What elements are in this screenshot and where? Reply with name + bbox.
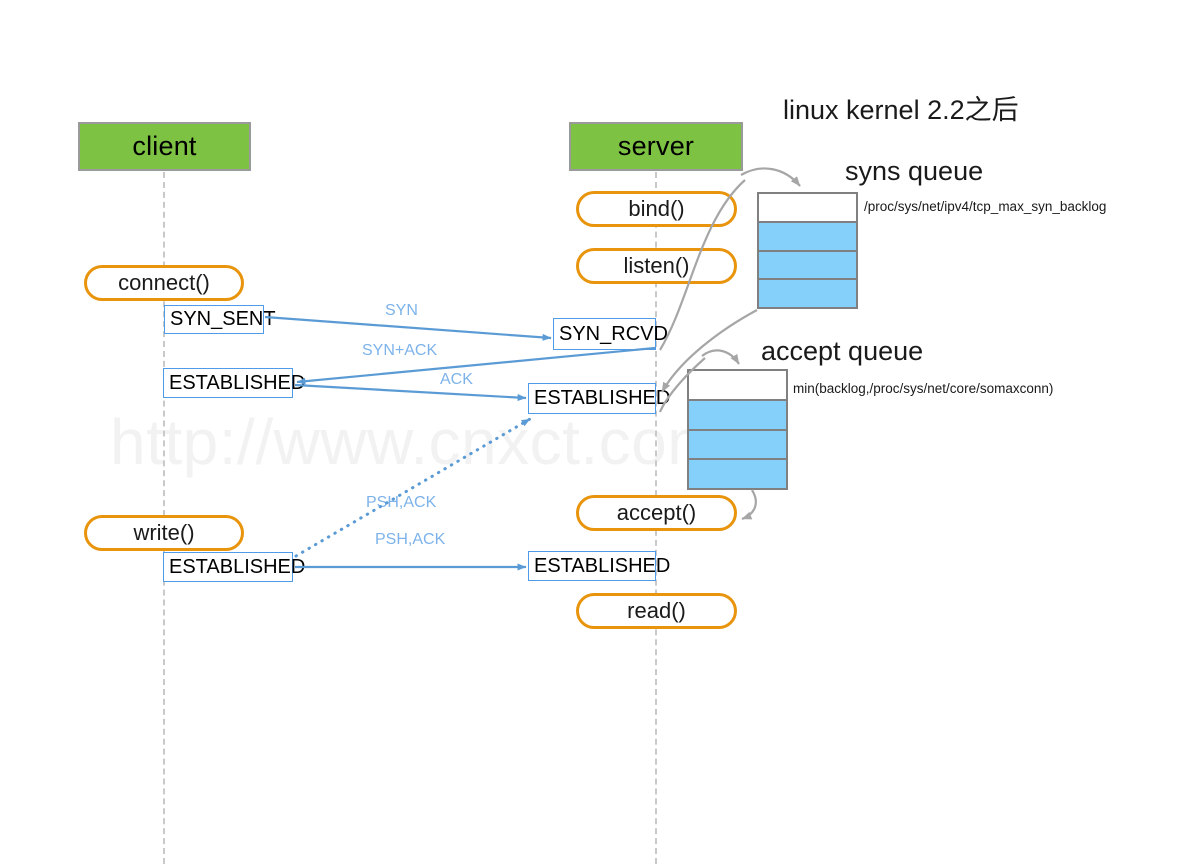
state-server-syn-rcvd-label: SYN_RCVD: [559, 322, 668, 345]
accept-queue-note: min(backlog,/proc/sys/net/core/somaxconn…: [793, 381, 1054, 396]
state-server-syn-rcvd: SYN_RCVD: [553, 318, 668, 350]
arrow-accept-queue-to-accept-call: [741, 489, 757, 521]
arrow-syn: [264, 315, 552, 341]
packet-label-syn: SYN: [385, 302, 418, 319]
syscall-bind-label: bind(): [628, 196, 685, 221]
syns-queue-title: syns queue: [845, 156, 984, 186]
actor-header-server: server: [569, 122, 743, 171]
actor-label-server: server: [617, 131, 695, 161]
syns-queue-cell: [759, 251, 856, 281]
accept-queue-cell: [689, 460, 786, 488]
state-server-established-1-label: ESTABLISHED: [534, 387, 671, 409]
syns-queue-note: /proc/sys/net/ipv4/tcp_max_syn_backlog: [864, 199, 1107, 214]
packet-label-ack: ACK: [440, 371, 473, 388]
arrow-ack: [294, 383, 527, 402]
syns-queue-box: [757, 192, 858, 309]
state-client-syn-sent-label: SYN_SENT: [170, 308, 276, 330]
syscall-listen[interactable]: listen(): [576, 248, 737, 284]
accept-queue-cell: [689, 430, 786, 461]
state-client-established-2-label: ESTABLISHED: [169, 555, 306, 578]
syscall-read[interactable]: read(): [576, 593, 737, 629]
syscall-read-label: read(): [627, 598, 686, 623]
arrow-syns-queue-enqueue-head: [740, 167, 801, 187]
syns-queue-cell: [759, 194, 856, 223]
syscall-write[interactable]: write(): [84, 515, 244, 551]
state-client-established-1-label: ESTABLISHED: [169, 371, 306, 394]
state-server-established-2: ESTABLISHED: [528, 551, 670, 581]
syscall-accept[interactable]: accept(): [576, 495, 737, 531]
state-client-established-2: ESTABLISHED: [163, 552, 305, 582]
page-title: linux kernel 2.2之后: [783, 95, 1019, 125]
syns-queue-cell: [759, 222, 856, 252]
syscall-write-label: write(): [133, 520, 195, 545]
syscall-accept-label: accept(): [616, 500, 697, 525]
accept-queue-box: [687, 369, 788, 490]
arrow-accept-queue-enqueue-head: [701, 349, 740, 365]
syns-queue-cell: [759, 280, 856, 307]
syscall-connect-label: connect(): [118, 270, 210, 295]
packet-label-psh-ack-1: PSH,ACK: [366, 494, 437, 511]
actor-header-client: client: [78, 122, 251, 171]
syscall-listen-label: listen(): [623, 253, 690, 278]
state-client-established-1: ESTABLISHED: [163, 368, 305, 398]
state-server-established-2-label: ESTABLISHED: [534, 554, 671, 577]
state-client-syn-sent: SYN_SENT: [164, 305, 276, 334]
packet-label-syn-ack: SYN+ACK: [362, 342, 438, 359]
arrow-syn-ack: [296, 346, 656, 385]
packet-label-psh-ack-2: PSH,ACK: [375, 531, 446, 548]
accept-queue-title: accept queue: [761, 336, 924, 366]
syscall-connect[interactable]: connect(): [84, 265, 244, 301]
actor-label-client: client: [132, 131, 197, 161]
syscall-bind[interactable]: bind(): [576, 191, 737, 227]
watermark-text: http://www.cnxct.com: [110, 406, 722, 478]
state-server-established-1: ESTABLISHED: [528, 383, 670, 414]
accept-queue-cell: [689, 400, 786, 431]
accept-queue-cell: [689, 371, 786, 401]
